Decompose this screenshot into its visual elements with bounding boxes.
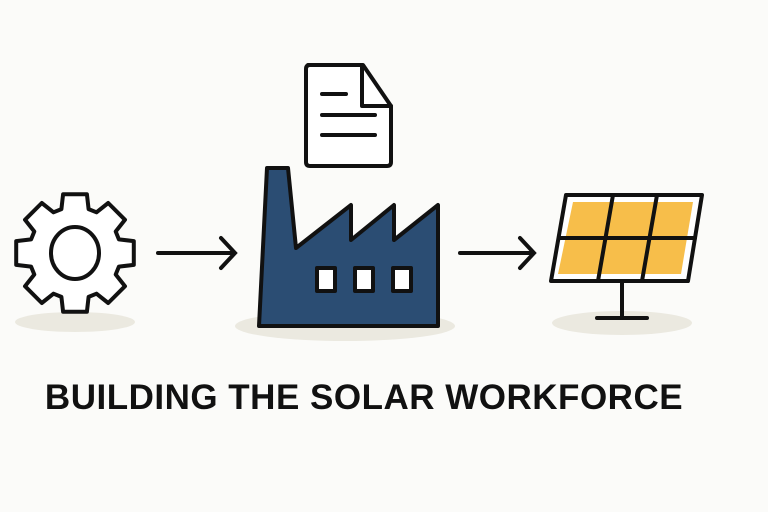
arrow-right-icon bbox=[458, 236, 537, 270]
panel-shadow bbox=[552, 311, 692, 335]
factory-window bbox=[353, 266, 375, 293]
factory-window bbox=[391, 266, 413, 293]
arrow-right-icon bbox=[156, 236, 238, 270]
factory-icon bbox=[257, 166, 440, 328]
gear-hole bbox=[49, 225, 101, 281]
factory-window bbox=[315, 266, 337, 293]
solar-panel-icon bbox=[549, 193, 704, 320]
document-icon bbox=[304, 63, 393, 168]
page-title: BUILDING THE SOLAR WORKFORCE bbox=[44, 378, 684, 417]
gear-icon bbox=[14, 192, 136, 314]
gear-shadow bbox=[15, 312, 135, 332]
